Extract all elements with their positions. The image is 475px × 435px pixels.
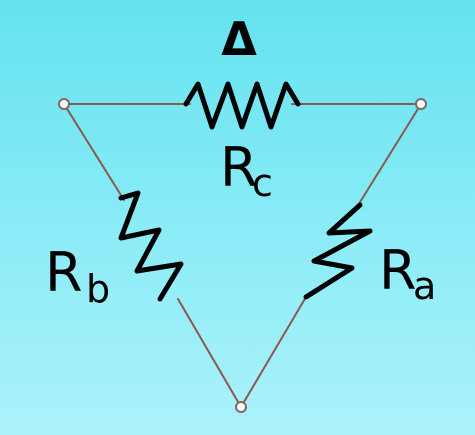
label-ra-subscript: a bbox=[413, 264, 436, 308]
right-upper-wire bbox=[356, 103, 422, 208]
left-upper-wire bbox=[63, 103, 125, 201]
label-rc: R c bbox=[220, 136, 273, 205]
left-terminal-node bbox=[58, 98, 70, 110]
resistor-rc bbox=[183, 81, 301, 130]
right-lower-wire bbox=[240, 296, 307, 408]
resistor-ra bbox=[303, 202, 373, 300]
label-rb: R b bbox=[45, 241, 110, 311]
terminal-group bbox=[58, 98, 427, 413]
label-rc-main: R bbox=[220, 136, 258, 199]
resistor-group bbox=[118, 81, 373, 302]
wire-group bbox=[63, 103, 422, 408]
right-terminal-node bbox=[415, 98, 427, 110]
label-rc-subscript: c bbox=[252, 161, 273, 205]
resistor-rb bbox=[118, 190, 184, 302]
bottom-terminal-node bbox=[235, 401, 247, 413]
label-ra-main: R bbox=[379, 239, 417, 302]
label-rb-subscript: b bbox=[86, 267, 110, 311]
left-lower-wire bbox=[177, 298, 242, 408]
delta-symbol: Δ bbox=[221, 12, 257, 66]
label-ra: R a bbox=[379, 239, 436, 308]
label-rb-main: R bbox=[45, 241, 83, 304]
